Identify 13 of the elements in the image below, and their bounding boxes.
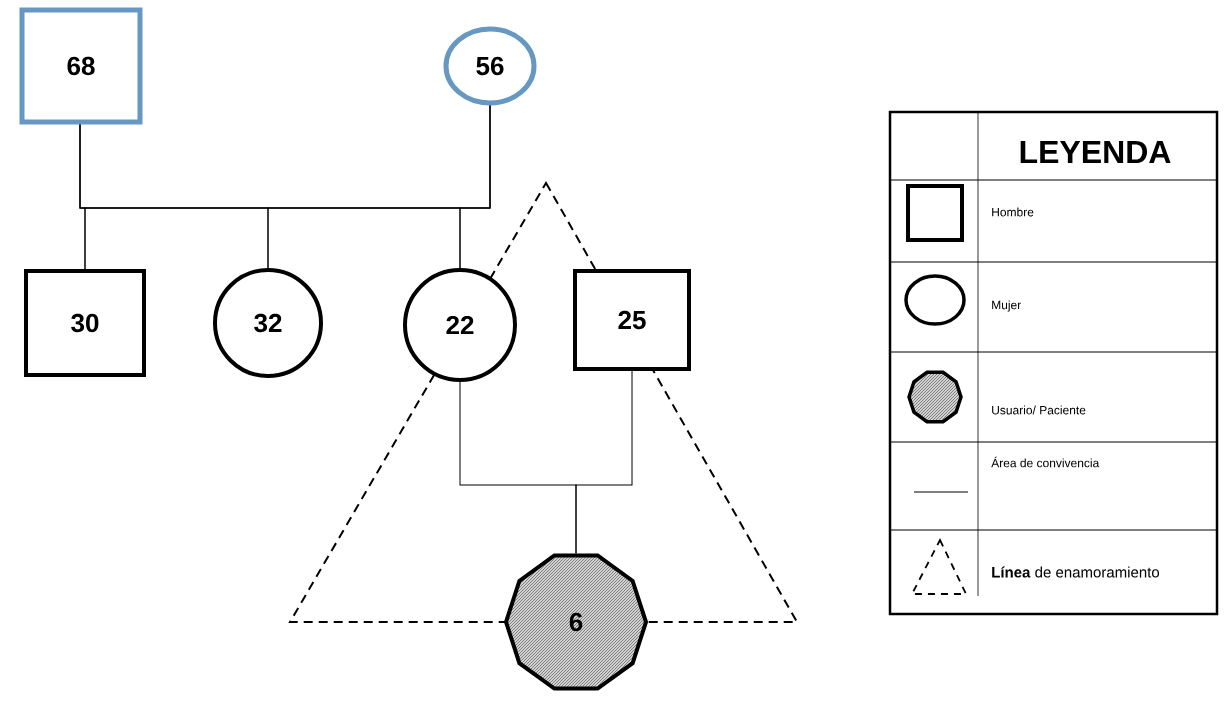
male-box: 30 xyxy=(24,269,146,377)
legend-title: LEYENDA xyxy=(1020,141,1171,163)
legend-label: Usuario/ Paciente xyxy=(992,405,1086,415)
patient-octagon xyxy=(503,553,649,691)
family-line xyxy=(575,370,633,554)
family-line xyxy=(459,105,491,269)
male-box: 68 xyxy=(19,7,143,125)
legend-label: Área de convivencia xyxy=(991,456,1100,468)
patient-octagon: 6 xyxy=(569,612,583,632)
male-box: 25 xyxy=(573,269,691,371)
legend-label: Mujer xyxy=(992,300,1021,312)
legend-label: Línea de enamoramiento xyxy=(992,566,1160,578)
legend-label: Hombre xyxy=(992,207,1034,217)
